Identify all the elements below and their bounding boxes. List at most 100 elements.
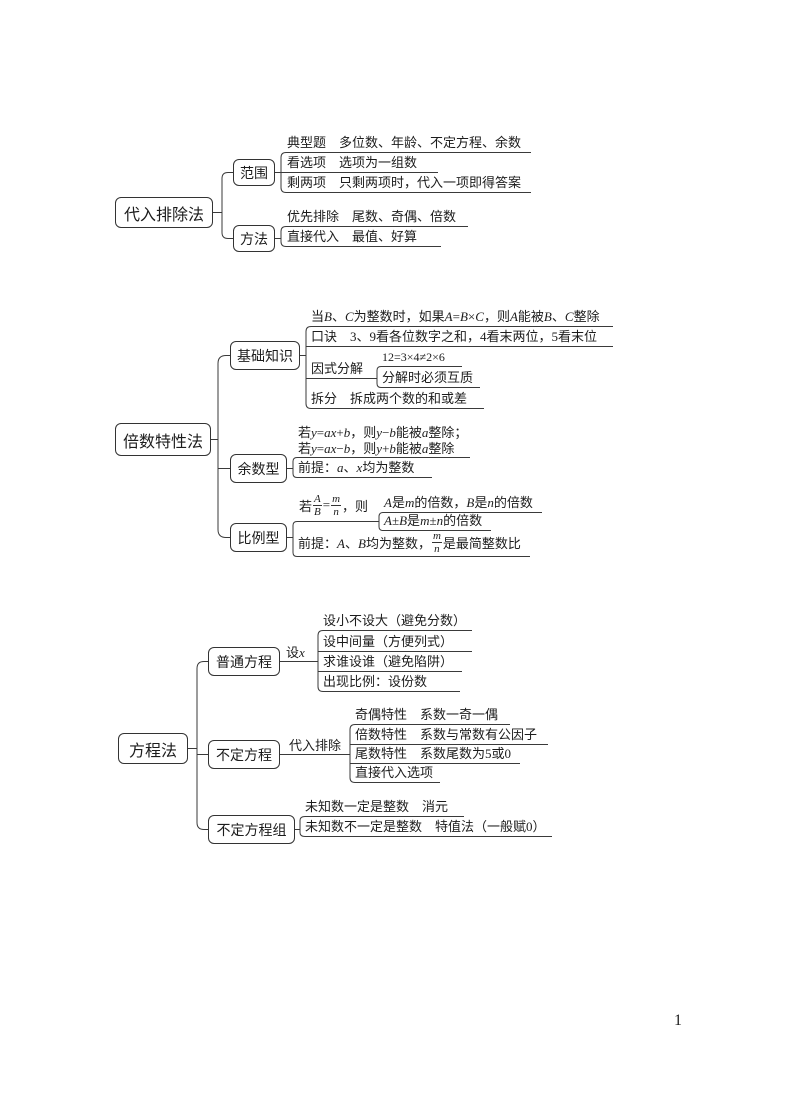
text-segment: + (336, 425, 344, 440)
ratio-equals-sign: = (322, 497, 331, 512)
leaf-integer-unknowns: 未知数一定是整数 消元 (305, 799, 449, 814)
connector-line (376, 366, 480, 388)
text-segment: 是 (407, 513, 421, 528)
connector-line (196, 661, 208, 830)
leaf-divisibility-rule: 当B、C为整数时，如果A=B×C，则A能被B、C整除 (311, 309, 600, 325)
text-segment: 整除 (428, 441, 455, 456)
math-variable: A (384, 513, 392, 528)
text-segment: 能被 (395, 441, 422, 456)
leaf-non-integer-unknowns: 未知数不一定是整数 特值法（一般赋0） (305, 819, 546, 834)
text-segment: = (316, 441, 325, 456)
math-variable: A (444, 309, 453, 324)
fraction-numerator: A (313, 492, 322, 506)
text-segment: 若 (298, 441, 312, 456)
leaf-parity: 奇偶特性 系数一奇一偶 (355, 707, 499, 722)
text-segment: 、 (343, 460, 357, 475)
root-node-divisibility: 倍数特性法 (115, 423, 211, 456)
text-segment: 若 (298, 425, 312, 440)
text-segment: 、 (551, 309, 565, 324)
connector-line (221, 172, 233, 239)
text-segment: + (382, 441, 390, 456)
text-segment: 均为整数 (362, 460, 415, 475)
leaf-typical-questions: 典型题 多位数、年龄、不定方程、余数 (287, 135, 522, 150)
math-variable: n (487, 495, 494, 510)
math-variable: b (343, 425, 351, 440)
math-variable: A (337, 536, 345, 551)
leaf-ratio-sum-diff: A±B是m±n的倍数 (384, 513, 482, 529)
label-set-variable: 设x (286, 645, 305, 661)
text-segment: 均为整数， (365, 536, 431, 551)
math-variable: x (299, 645, 305, 660)
text-segment: ± (429, 513, 437, 528)
text-segment: − (336, 441, 344, 456)
math-variable: a (337, 460, 344, 475)
fraction-m-over-n: m n (331, 493, 342, 518)
math-variable: C (475, 309, 484, 324)
remainder-rule-plus: 若y=ax+b，则y−b能被a整除； (298, 425, 467, 441)
math-variable: C (344, 309, 354, 324)
math-variable: A (509, 309, 518, 324)
text-segment: 的倍数 (443, 513, 483, 528)
fraction-numerator: m (431, 530, 442, 543)
page-number: 1 (674, 1012, 682, 1029)
math-variable: A (384, 495, 392, 510)
text-segment: 整除 (573, 309, 600, 324)
text-segment: 前提： (298, 460, 338, 475)
connector-line (317, 630, 472, 692)
text-segment: 整除； (428, 425, 468, 440)
text-segment: = (452, 309, 460, 324)
math-variable: b (389, 441, 396, 456)
connector-line (299, 816, 552, 837)
leaf-two-options-left: 剩两项 只剩两项时，代入一项即得答案 (287, 175, 522, 190)
connector-line (378, 512, 542, 531)
text-segment: 、 (344, 536, 358, 551)
leaf-eliminate-first: 优先排除 尾数、奇偶、倍数 (287, 209, 457, 224)
math-variable: B (399, 513, 408, 528)
text-segment: 前提： (298, 536, 338, 551)
leaf-multiple: 倍数特性 系数与常数有公因子 (355, 727, 538, 742)
math-variable: a (421, 425, 429, 440)
math-variable: ax (324, 425, 337, 440)
leaf-mnemonic: 口诀 3、9看各位数字之和，4看末两位，5看末位 (311, 329, 598, 344)
leaf-set-small: 设小不设大（避免分数） (323, 613, 467, 628)
connector-line (292, 457, 470, 478)
branch-node-ratio: 比例型 (230, 523, 287, 552)
text-segment: ，则 (350, 425, 377, 440)
text-segment: ，则 (350, 441, 377, 456)
leaf-ratio-condition: 若 A B = m n ，则 (299, 490, 368, 520)
text-segment: 是 (474, 495, 488, 510)
leaf-last-digit: 尾数特性 系数尾数为5或0 (355, 746, 512, 761)
connector-line (280, 226, 468, 247)
root-node-substitution: 代入排除法 (115, 197, 213, 228)
leaf-factorization: 因式分解 (311, 361, 364, 376)
math-variable: y (376, 441, 383, 456)
math-variable: ax (324, 441, 337, 456)
leaf-remainder-rules: 若y=ax+b，则y−b能被a整除； 若y=ax−b，则y+b能被a整除 (298, 425, 467, 457)
fraction-a-over-b: A B (313, 493, 322, 518)
text-segment: 、 (331, 309, 345, 324)
text-segment: ± (391, 513, 400, 528)
leaf-factor-coprime-note: 分解时必须互质 (382, 370, 474, 385)
leaf-check-options: 看选项 选项为一组数 (287, 155, 418, 170)
text-segment: = (316, 425, 325, 440)
label-substitute-eliminate: 代入排除 (289, 738, 342, 753)
remainder-rule-minus: 若y=ax−b，则y+b能被a整除 (298, 441, 467, 457)
ratio-condition-prefix: 若 (299, 498, 313, 514)
math-variable: b (389, 425, 396, 440)
root-node-equation: 方程法 (118, 733, 188, 764)
text-segment: 能被 (395, 425, 422, 440)
connector-line (280, 152, 531, 193)
math-variable: m (404, 495, 415, 510)
fraction-denominator: B (314, 505, 321, 518)
math-variable: y (311, 441, 317, 456)
math-variable: n (436, 513, 444, 528)
math-variable: B (466, 495, 475, 510)
branch-node-basics: 基础知识 (230, 341, 300, 370)
leaf-set-middle: 设中间量（方便列式） (323, 634, 454, 649)
connector-line (349, 724, 510, 783)
math-variable: B (357, 536, 366, 551)
math-variable: y (376, 425, 383, 440)
fraction-m-over-n: m n (431, 530, 442, 555)
text-segment: 当 (311, 309, 325, 324)
